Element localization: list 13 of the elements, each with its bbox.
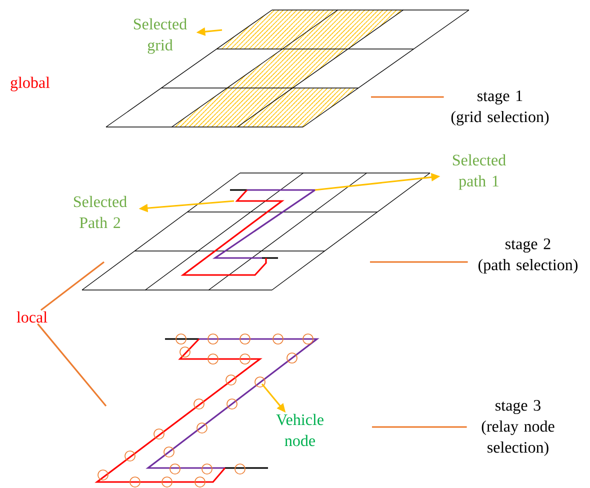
leader-line	[371, 96, 444, 98]
callout-text: Vehicle node	[276, 414, 324, 446]
callout-text: Selected Path 2	[74, 196, 127, 228]
stage-label: stage 2 (path selection)	[478, 238, 578, 274]
scope-label: global	[10, 76, 50, 92]
stage-label: stage 1 (grid selection)	[451, 90, 549, 126]
leader-line	[372, 426, 467, 428]
callout-text: Selected path 1	[452, 154, 506, 190]
leader-line	[40, 261, 104, 311]
leader-line	[37, 323, 107, 406]
leader-line	[370, 261, 468, 263]
stage-label: stage 3 (relay node selection)	[482, 400, 554, 456]
scope-label: local	[16, 311, 48, 323]
